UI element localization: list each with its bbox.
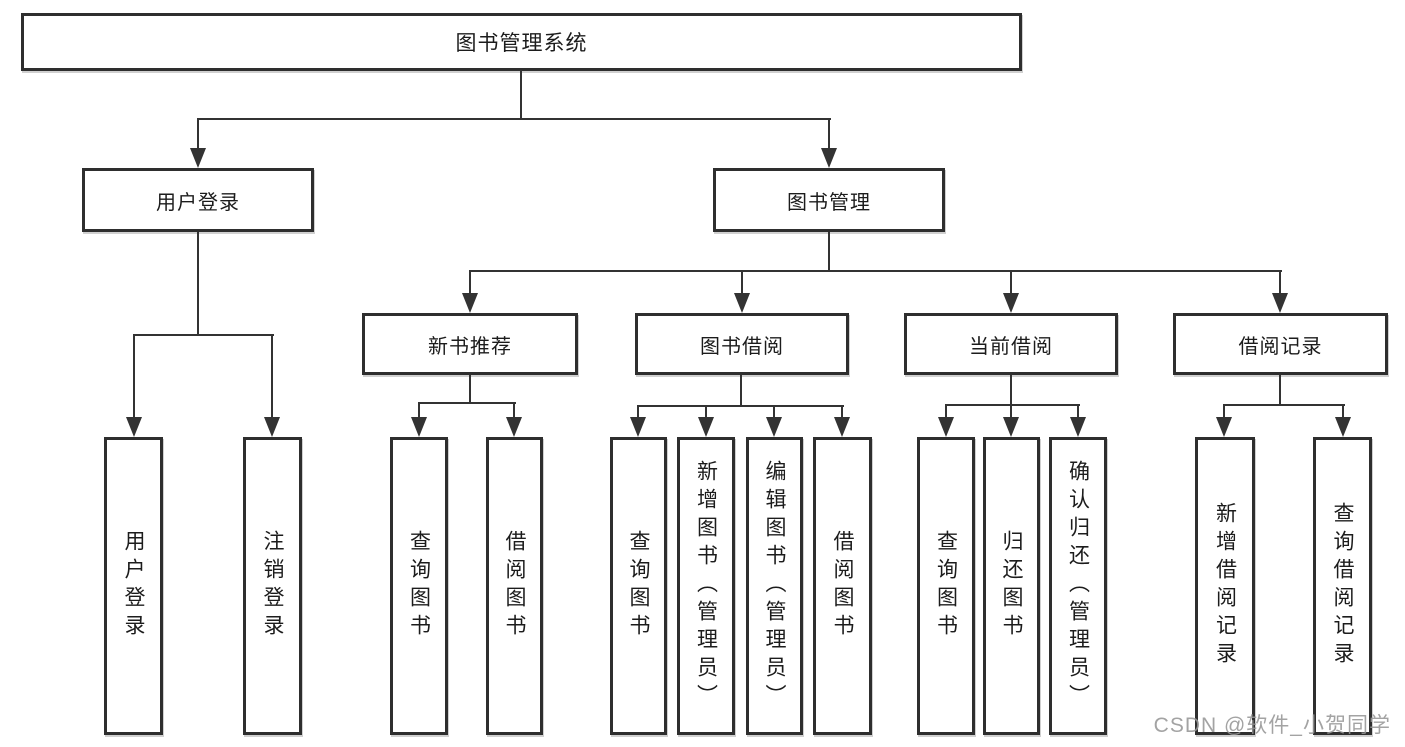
csdn-watermark: CSDN @软件_小贺同学 (1153, 714, 1391, 737)
arrow-down-icon (1335, 417, 1351, 437)
connector-line (705, 405, 707, 419)
leaf-query-borrow-record: 查询借阅记录 (1313, 437, 1372, 735)
leaf-add-book-admin: 新增图书（管理员） (677, 437, 735, 735)
connector-line (271, 334, 273, 419)
connector-line (469, 270, 471, 295)
arrow-down-icon (462, 293, 478, 313)
arrow-down-icon (834, 417, 850, 437)
connector-line (1342, 404, 1344, 419)
connector-line (469, 270, 1282, 272)
connector-line (1010, 270, 1012, 295)
connector-line (773, 405, 775, 419)
leaf-query-books-recommend: 查询图书 (390, 437, 448, 735)
node-label: 查询图书 (627, 530, 650, 642)
arrow-down-icon (821, 148, 837, 168)
node-label: 编辑图书（管理员） (763, 460, 786, 712)
connector-line (1223, 404, 1225, 419)
connector-line (133, 334, 135, 419)
connector-line (197, 232, 199, 336)
arrow-down-icon (264, 417, 280, 437)
node-label: 图书借阅 (700, 335, 784, 358)
node-label: 借阅图书 (503, 530, 526, 642)
connector-line (828, 232, 830, 272)
node-label: 图书管理 (787, 191, 871, 214)
arrow-down-icon (1070, 417, 1086, 437)
node-new-book-recommend: 新书推荐 (362, 313, 578, 375)
leaf-user-login: 用户登录 (104, 437, 163, 735)
arrow-down-icon (1003, 293, 1019, 313)
connector-line (133, 334, 274, 336)
arrow-down-icon (1003, 417, 1019, 437)
connector-line (841, 405, 843, 419)
connector-line (1010, 404, 1012, 419)
node-label: 借阅记录 (1238, 335, 1323, 358)
connector-line (945, 404, 947, 419)
connector-line (828, 118, 830, 150)
leaf-edit-book-admin: 编辑图书（管理员） (746, 437, 803, 735)
arrow-down-icon (766, 417, 782, 437)
arrow-down-icon (506, 417, 522, 437)
leaf-add-borrow-record: 新增借阅记录 (1195, 437, 1255, 735)
connector-line (197, 118, 199, 150)
leaf-borrow-books-recommend: 借阅图书 (486, 437, 543, 735)
connector-line (1077, 404, 1079, 419)
node-label: 查询图书 (407, 530, 431, 642)
arrow-down-icon (190, 148, 206, 168)
node-label: 图书管理系统 (455, 32, 588, 55)
leaf-return-book: 归还图书 (983, 437, 1040, 735)
node-label: 当前借阅 (969, 335, 1053, 358)
node-user-login: 用户登录 (82, 168, 314, 232)
connector-line (418, 402, 420, 419)
node-label: 确认归还（管理员） (1066, 460, 1090, 712)
node-label: 查询借阅记录 (1331, 502, 1354, 670)
leaf-logout: 注销登录 (243, 437, 302, 735)
arrow-down-icon (938, 417, 954, 437)
connector-line (740, 375, 742, 407)
node-label: 归还图书 (1000, 530, 1023, 642)
node-current-borrowing: 当前借阅 (904, 313, 1118, 375)
node-label: 新增图书（管理员） (694, 460, 718, 712)
leaf-query-books-borrowing: 查询图书 (610, 437, 667, 735)
connector-line (1223, 404, 1345, 406)
arrow-down-icon (126, 417, 142, 437)
node-book-management: 图书管理 (713, 168, 945, 232)
arrow-down-icon (1272, 293, 1288, 313)
leaf-borrow-books: 借阅图书 (813, 437, 872, 735)
arrow-down-icon (411, 417, 427, 437)
connector-line (469, 375, 471, 404)
connector-line (197, 118, 831, 120)
arrow-down-icon (630, 417, 646, 437)
leaf-confirm-return-admin: 确认归还（管理员） (1049, 437, 1107, 735)
connector-line (637, 405, 639, 419)
connector-line (513, 402, 515, 419)
node-label: 用户登录 (122, 530, 145, 642)
node-borrowing-records: 借阅记录 (1173, 313, 1388, 375)
node-book-borrowing: 图书借阅 (635, 313, 849, 375)
connector-line (1279, 270, 1281, 295)
connector-line (741, 270, 743, 295)
connector-line (945, 404, 1080, 406)
node-label: 用户登录 (156, 191, 240, 214)
node-label: 注销登录 (261, 530, 284, 642)
connector-line (520, 70, 522, 118)
arrow-down-icon (698, 417, 714, 437)
node-label: 新增借阅记录 (1213, 502, 1237, 670)
arrow-down-icon (1216, 417, 1232, 437)
connector-line (418, 402, 516, 404)
node-label: 查询图书 (934, 530, 958, 642)
connector-line (637, 405, 844, 407)
leaf-query-books-current: 查询图书 (917, 437, 975, 735)
node-label: 借阅图书 (831, 530, 854, 642)
connector-line (1279, 375, 1281, 406)
connector-line (1010, 375, 1012, 406)
node-root: 图书管理系统 (21, 13, 1022, 71)
node-label: 新书推荐 (428, 335, 512, 358)
arrow-down-icon (734, 293, 750, 313)
